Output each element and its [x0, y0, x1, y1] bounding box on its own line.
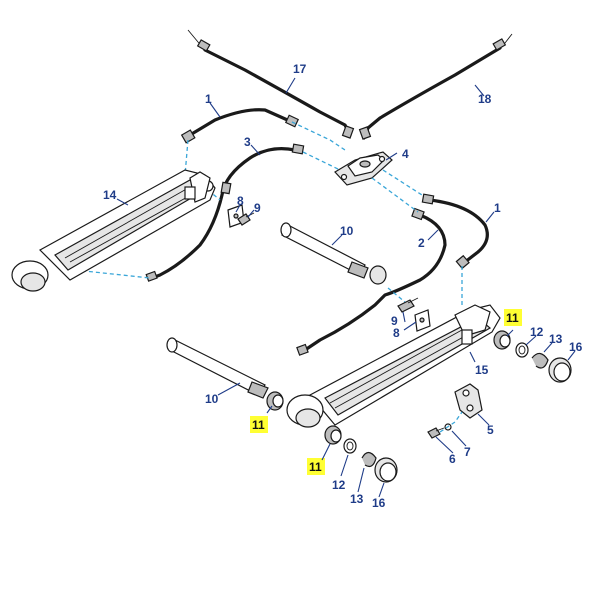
highlight-11-right: [504, 309, 522, 326]
cap-16-right: [548, 357, 572, 383]
callout-12-right: 12: [530, 325, 544, 339]
callout-5: 5: [487, 423, 494, 437]
callout-13-lower: 13: [350, 492, 364, 506]
washer-12-right: [515, 342, 529, 358]
highlight-11-center: [307, 458, 325, 475]
callout-13-right: 13: [549, 332, 563, 346]
bolt-9-lower: [397, 297, 419, 313]
hose-1-upper: [180, 108, 300, 144]
bushing-11-right: [493, 330, 511, 350]
callout-11-left: 11: [252, 418, 265, 432]
clip-13-right: [531, 352, 549, 369]
callout-4: 4: [402, 147, 409, 161]
callout-12-lower: 12: [332, 478, 346, 492]
hose-18: [358, 33, 513, 140]
highlight-11-left: [250, 416, 268, 433]
callout-15: 15: [475, 363, 489, 377]
callout-2: 2: [418, 236, 425, 250]
callout-7: 7: [464, 445, 471, 459]
callout-1-upper: 1: [205, 92, 212, 106]
callout-8-upper: 8: [237, 194, 244, 208]
bolt-6: [427, 427, 445, 439]
clip-13-lower: [361, 451, 377, 468]
leader-lines: [116, 77, 576, 498]
hose-2: [296, 207, 447, 356]
callout-14: 14: [103, 188, 117, 202]
callout-6: 6: [449, 452, 456, 466]
hose-3: [145, 143, 305, 282]
callout-11-center: 11: [309, 460, 322, 474]
pin-10-upper: [280, 222, 387, 285]
callout-18: 18: [478, 92, 492, 106]
callout-10-lower: 10: [205, 392, 219, 406]
washer-12-lower: [343, 438, 357, 454]
plate-8-lower: [414, 309, 431, 332]
plate-5: [454, 383, 483, 419]
callout-10-upper: 10: [340, 224, 354, 238]
callout-8-lower: 8: [393, 326, 400, 340]
hose-1-lower: [421, 193, 489, 270]
pin-10-lower: [166, 337, 269, 399]
callout-3: 3: [244, 135, 251, 149]
bushing-11-left: [266, 391, 284, 411]
callout-9-lower: 9: [391, 314, 398, 328]
callout-16-right: 16: [569, 340, 583, 354]
callout-1-lower: 1: [494, 201, 501, 215]
hydraulic-cylinder-15: [286, 304, 501, 428]
manifold-block-4: [334, 151, 393, 186]
callout-9-upper: 9: [254, 201, 261, 215]
callout-16-lower: 16: [372, 496, 386, 510]
callout-11-right: 11: [506, 311, 519, 325]
callout-17: 17: [293, 62, 307, 76]
cap-16-lower: [374, 457, 398, 483]
dash-plate-5: [439, 411, 463, 433]
hose-17: [187, 29, 355, 139]
bushing-11-center: [324, 425, 342, 445]
hydraulic-cylinder-14: [11, 169, 216, 292]
